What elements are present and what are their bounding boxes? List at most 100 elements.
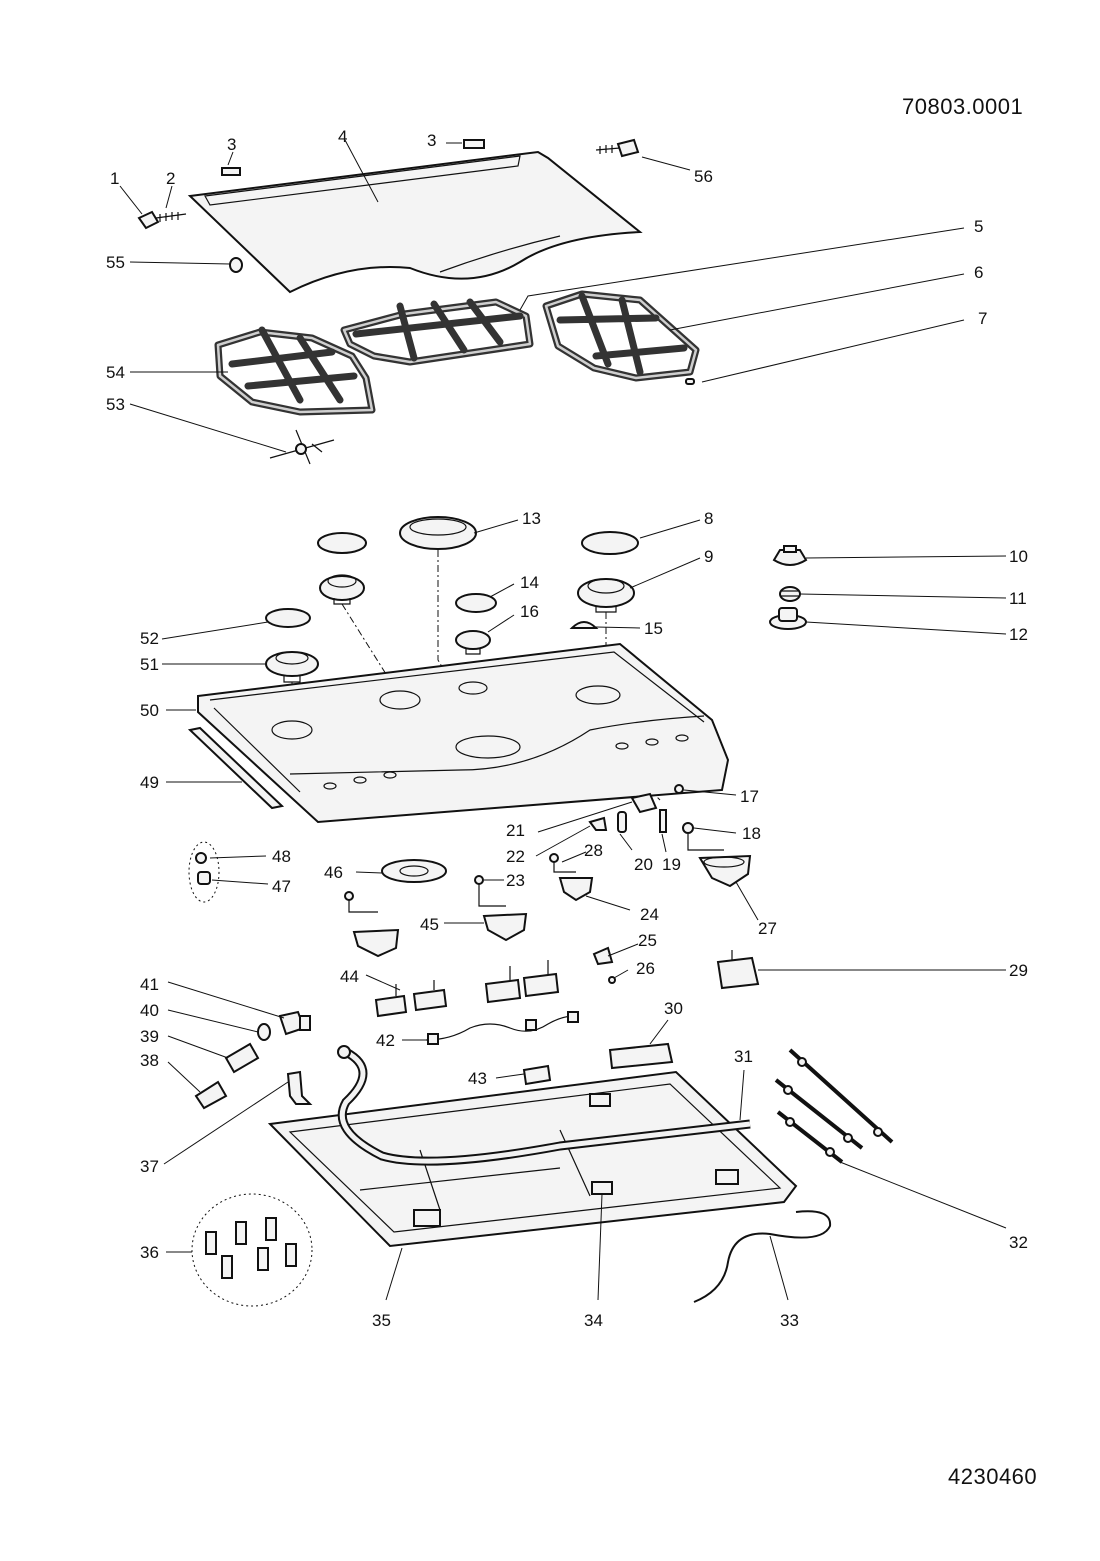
callout-11: 11: [1009, 589, 1027, 608]
callout-53: 53: [106, 395, 125, 414]
callout-44: 44: [340, 967, 359, 986]
callout-52: 52: [140, 629, 159, 648]
ignition-electrode-clip: [630, 792, 658, 814]
callout-18: 18: [742, 824, 761, 843]
lid-stop-right: [463, 139, 485, 149]
knob-bezel: [769, 607, 807, 630]
callout-39: 39: [140, 1027, 159, 1046]
wok-reducer: [269, 429, 335, 465]
supply-tubes: [774, 1048, 894, 1164]
pan-support-right: [542, 290, 700, 382]
callout-34: 34: [584, 1311, 603, 1330]
callout-42: 42: [376, 1031, 395, 1050]
callout-2: 2: [166, 169, 175, 188]
washer-40: [257, 1023, 271, 1041]
callout-16: 16: [520, 602, 539, 621]
connector-38: [194, 1080, 228, 1110]
thermocouple: [617, 811, 627, 833]
gas-taps: [374, 960, 560, 1018]
burner-cap-triple: [399, 516, 477, 550]
connector-39: [224, 1042, 260, 1074]
callout-41: 41: [140, 975, 159, 994]
callout-56: 56: [694, 167, 713, 186]
ignition-plug: [659, 809, 667, 833]
bracket-43: [522, 1064, 552, 1086]
pan-support-left: [214, 326, 376, 416]
power-cable: [693, 1210, 832, 1303]
burner-ring-46: [381, 859, 447, 883]
burner-cap-small: [455, 593, 497, 613]
leader-lines: [119, 139, 1007, 1301]
callout-4: 4: [338, 127, 347, 146]
callout-3-right: 3: [427, 131, 436, 150]
screw-26: [608, 976, 616, 984]
callout-37: 37: [140, 1157, 159, 1176]
callout-24: 24: [640, 905, 659, 924]
callout-55: 55: [106, 253, 125, 272]
callout-labels: 1 2 3 3 4 5 6 7 8 9 10 11 12 13 14 15 16…: [106, 127, 1028, 1330]
control-knob: [772, 545, 808, 566]
callout-23: 23: [506, 871, 525, 890]
injector-23: [474, 875, 484, 885]
lid-stop-left: [221, 167, 241, 176]
callout-6: 6: [974, 263, 983, 282]
callout-51: 51: [140, 655, 159, 674]
callout-29: 29: [1009, 961, 1028, 980]
callout-49: 49: [140, 773, 159, 792]
callout-33: 33: [780, 1311, 799, 1330]
pan-support-center: [340, 298, 534, 366]
injector-17: [674, 784, 684, 794]
callout-36: 36: [140, 1243, 159, 1262]
burner-cup-24: [553, 862, 594, 902]
callout-50: 50: [140, 701, 159, 720]
burner-cap-rear-right: [581, 531, 639, 555]
gas-pipe: [337, 1045, 751, 1166]
callout-13: 13: [522, 509, 541, 528]
burner-cup-27: [687, 834, 752, 888]
burner-cap-front-left: [265, 608, 311, 628]
ignition-switch: [716, 950, 760, 990]
ignition-harness: [425, 1011, 579, 1045]
callout-54: 54: [106, 363, 125, 382]
burner-cup-45: [478, 884, 528, 942]
clip-22: [588, 816, 608, 831]
glass-lid: [187, 150, 643, 294]
callout-27: 27: [758, 919, 777, 938]
callout-22: 22: [506, 847, 525, 866]
callout-40: 40: [140, 1001, 159, 1020]
callout-35: 35: [372, 1311, 391, 1330]
callout-47: 47: [272, 877, 291, 896]
callout-14: 14: [520, 573, 539, 592]
gasket-part-15: [569, 621, 599, 629]
seal-strip: [187, 726, 285, 810]
callout-26: 26: [636, 959, 655, 978]
injector-28: [549, 853, 559, 863]
burner-head-rear-left: [319, 574, 365, 605]
hinge-left: [137, 210, 187, 230]
bracket-37: [286, 1070, 313, 1105]
callout-45: 45: [420, 915, 439, 934]
spark-generator: [608, 1042, 674, 1070]
buffer: [229, 257, 243, 273]
callout-21: 21: [506, 821, 525, 840]
callout-31: 31: [734, 1047, 753, 1066]
callout-28: 28: [584, 841, 603, 860]
injector-45a: [344, 891, 354, 901]
callout-15: 15: [644, 619, 663, 638]
callout-19: 19: [662, 855, 681, 874]
callout-20: 20: [634, 855, 653, 874]
rubber-foot: [685, 378, 695, 385]
spacer-47: [197, 871, 211, 885]
callout-32: 32: [1009, 1233, 1028, 1252]
drawing-number: 70803.0001: [902, 94, 1024, 119]
injector-18: [682, 822, 694, 834]
bracket-25: [592, 946, 614, 966]
burner-head-rear-right: [577, 578, 635, 613]
callout-30: 30: [664, 999, 683, 1018]
burner-head-front-left: [265, 651, 319, 683]
hinge-right: [595, 138, 640, 158]
burner-cap-rear-left: [317, 532, 367, 554]
part-list-number: 4230460: [948, 1464, 1038, 1489]
callout-43: 43: [468, 1069, 487, 1088]
